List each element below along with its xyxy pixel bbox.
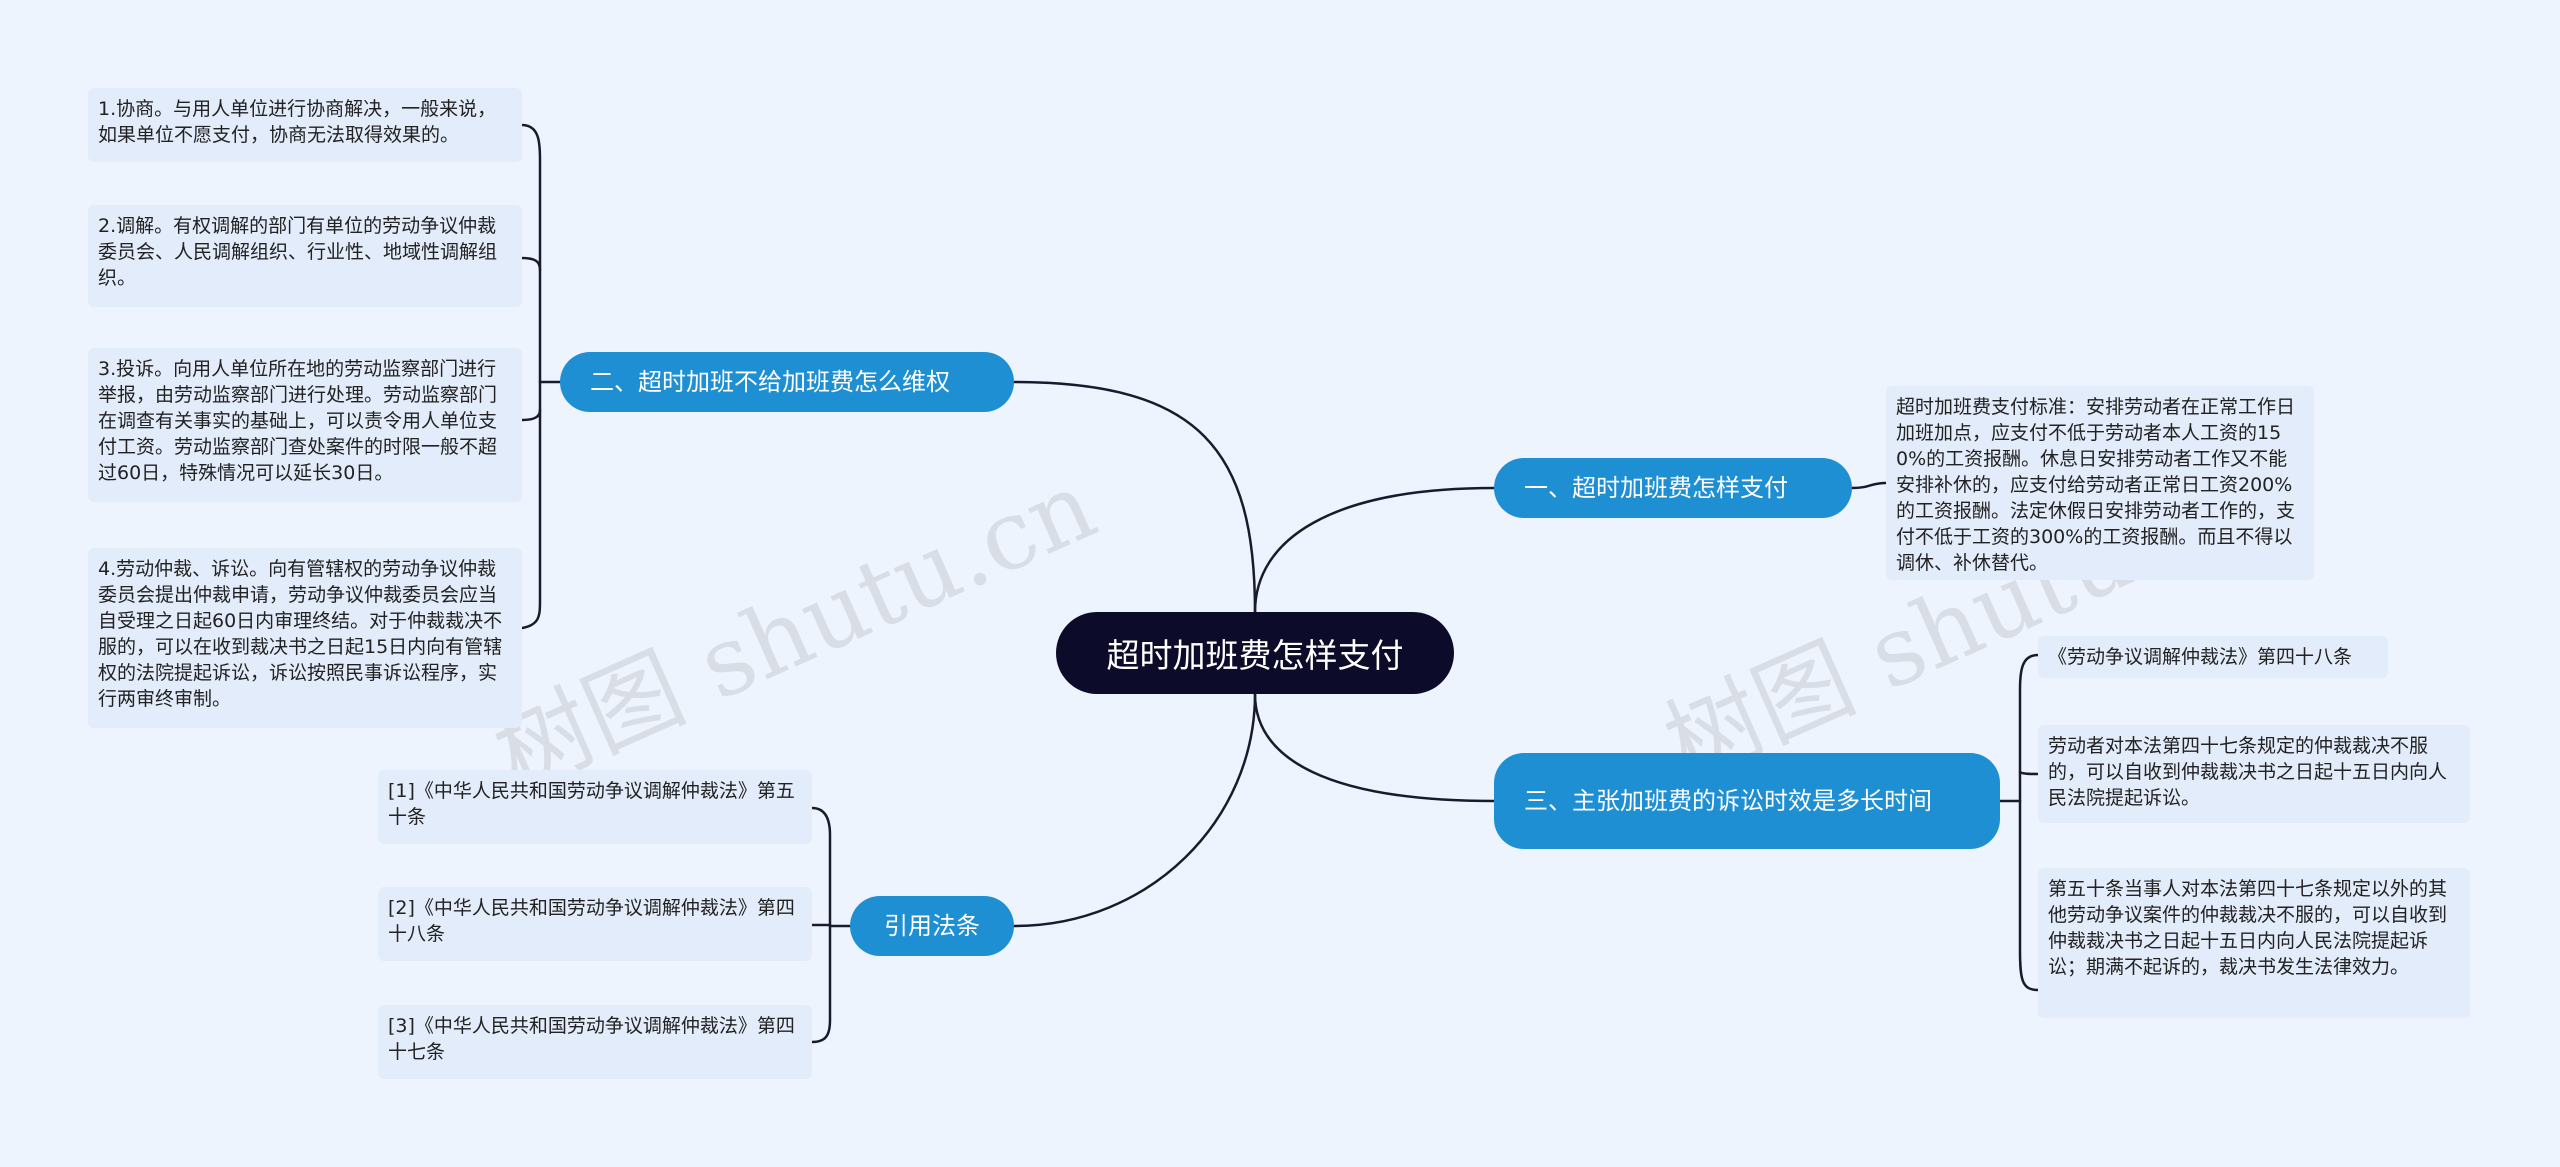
branch-label: 三、主张加班费的诉讼时效是多长时间 xyxy=(1524,786,1932,815)
connector-b1-leaf xyxy=(1850,481,1888,490)
connector-b4-leaf0 xyxy=(810,806,832,1044)
branch-cited-laws[interactable]: 引用法条 xyxy=(850,896,1014,956)
branch-payment-method[interactable]: 一、超时加班费怎样支付 xyxy=(1494,458,1852,518)
root-node[interactable]: 超时加班费怎样支付 xyxy=(1056,612,1454,694)
leaf-citation-2: [2]《中华人民共和国劳动争议调解仲裁法》第四十八条 xyxy=(378,887,812,961)
connector-root-b4 xyxy=(1012,692,1257,928)
leaf-mediation: 2.调解。有权调解的部门有单位的劳动争议仲裁委员会、人民调解组织、行业性、地域性… xyxy=(88,205,522,307)
connector-root-b1 xyxy=(1253,486,1496,614)
leaf-payment-standard: 超时加班费支付标准：安排劳动者在正常工作日加班加点，应支付不低于劳动者本人工资的… xyxy=(1886,386,2314,580)
leaf-citation-3: [3]《中华人民共和国劳动争议调解仲裁法》第四十七条 xyxy=(378,1005,812,1079)
branch-label: 引用法条 xyxy=(884,911,980,940)
leaf-law-article-48-text: 劳动者对本法第四十七条规定的仲裁裁决不服的，可以自收到仲裁裁决书之日起十五日内向… xyxy=(2038,725,2470,823)
connector-b2-leaf1 xyxy=(520,256,542,272)
leaf-complaint: 3.投诉。向用人单位所在地的劳动监察部门进行举报，由劳动监察部门进行处理。劳动监… xyxy=(88,348,522,502)
connector-b3-leaf0 xyxy=(2018,653,2040,992)
connector-root-b2 xyxy=(1012,380,1257,614)
connector-root-b3 xyxy=(1253,692,1496,803)
branch-statute-of-limitations[interactable]: 三、主张加班费的诉讼时效是多长时间 xyxy=(1494,753,2000,849)
leaf-law-article-50-text: 第五十条当事人对本法第四十七条规定以外的其他劳动争议案件的仲裁裁决不服的，可以自… xyxy=(2038,868,2470,1018)
leaf-arbitration-litigation: 4.劳动仲裁、诉讼。向有管辖权的劳动争议仲裁委员会提出仲裁申请，劳动争议仲裁委员… xyxy=(88,548,522,728)
connector-b2-leaf3 xyxy=(520,408,542,422)
branch-label: 一、超时加班费怎样支付 xyxy=(1524,473,1788,502)
branch-how-to-protect-rights[interactable]: 二、超时加班不给加班费怎么维权 xyxy=(560,352,1014,412)
leaf-citation-1: [1]《中华人民共和国劳动争议调解仲裁法》第五十条 xyxy=(378,770,812,844)
branch-label: 二、超时加班不给加班费怎么维权 xyxy=(590,367,950,396)
connector-b3-leaf1 xyxy=(2018,770,2040,776)
connector-b2-leaf0 xyxy=(520,123,542,630)
root-label: 超时加班费怎样支付 xyxy=(1106,636,1404,675)
leaf-negotiation: 1.协商。与用人单位进行协商解决，一般来说，如果单位不愿支付，协商无法取得效果的… xyxy=(88,88,522,162)
leaf-law-article-48-title: 《劳动争议调解仲裁法》第四十八条 xyxy=(2038,636,2388,678)
